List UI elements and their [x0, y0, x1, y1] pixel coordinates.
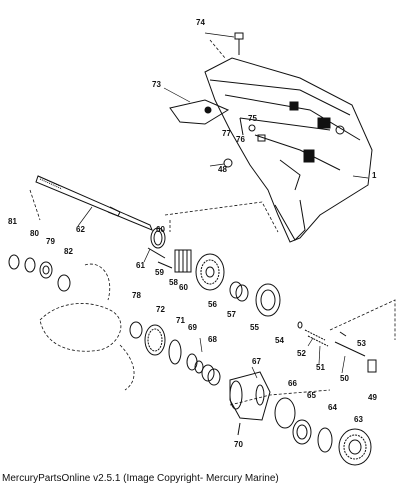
part-50-rod: [334, 341, 366, 357]
callout-70: 70: [234, 440, 243, 449]
part-71-washer: [168, 339, 182, 365]
part-72-reverse-gear: [144, 324, 166, 356]
callout-79: 79: [46, 237, 55, 246]
part-59-pin: [157, 261, 173, 269]
part-49-cam: [367, 359, 377, 373]
callout-55: 55: [250, 323, 259, 332]
callout-78: 78: [132, 291, 141, 300]
callout-76: 76: [236, 135, 245, 144]
callout-57: 57: [227, 310, 236, 319]
callout-72: 72: [156, 305, 165, 314]
callout-56: 56: [208, 300, 217, 309]
part-61-pin: [147, 247, 166, 259]
callout-60-upper: 60: [156, 225, 165, 234]
part-65-bearing: [292, 419, 312, 445]
part-62-propeller-shaft: [35, 175, 153, 231]
callout-53: 53: [357, 339, 366, 348]
part-58-clutch: [174, 249, 192, 273]
part-73-trim-tab: [169, 99, 230, 125]
part-56-forward-gear: [195, 253, 225, 291]
callout-51: 51: [316, 363, 325, 372]
callout-81: 81: [8, 217, 17, 226]
leader-lines: [77, 32, 369, 379]
callout-61: 61: [136, 261, 145, 270]
callout-71: 71: [176, 316, 185, 325]
callout-82: 82: [64, 247, 73, 256]
part-64-ring: [317, 427, 333, 453]
callout-66: 66: [288, 379, 297, 388]
propeller-outline: [39, 263, 135, 391]
callout-80: 80: [30, 229, 39, 238]
part-67-bearing-carrier: [229, 371, 271, 421]
callout-77: 77: [222, 129, 231, 138]
part-66-o-ring: [274, 397, 296, 429]
part-63-cover-nut: [338, 428, 372, 466]
callout-69: 69: [188, 323, 197, 332]
callout-labels: 1 48 49 50 51 52 53 54 55 56 57 58 59 60…: [8, 18, 377, 449]
callout-65: 65: [307, 391, 316, 400]
part-60-bearing: [150, 227, 166, 249]
callout-73: 73: [152, 80, 161, 89]
exploded-parts-diagram: 1 48 49 50 51 52 53 54 55 56 57 58 59 60…: [8, 18, 396, 466]
callout-74: 74: [196, 18, 205, 27]
image-copyright-caption: MercuryPartsOnline v2.5.1 (Image Copyrig…: [2, 473, 279, 484]
part-57-bearing: [229, 281, 249, 302]
callout-75: 75: [248, 114, 257, 123]
callout-49: 49: [368, 393, 377, 402]
callout-54: 54: [275, 336, 284, 345]
parts-51-52-springs: [304, 329, 329, 347]
callout-63: 63: [354, 415, 363, 424]
parts-75-76-77-hardware: [223, 117, 266, 168]
gear-housing: [204, 57, 373, 243]
parts-78-81-hardware: [8, 254, 143, 339]
part-70-screw: [237, 422, 241, 436]
part-68-bearing: [201, 364, 221, 386]
callout-64: 64: [328, 403, 337, 412]
callout-59: 59: [155, 268, 164, 277]
part-54-ring: [297, 321, 303, 329]
callout-1: 1: [372, 171, 377, 180]
part-53-pin: [339, 331, 347, 337]
callout-52: 52: [297, 349, 306, 358]
part-74-bolt: [234, 32, 244, 55]
part-69-bearing: [186, 353, 204, 374]
callout-62: 62: [76, 225, 85, 234]
callout-48: 48: [218, 165, 227, 174]
assembly-lines: [29, 39, 396, 406]
part-55-bearing-race: [255, 283, 281, 317]
callout-68: 68: [208, 335, 217, 344]
callout-60-lower: 60: [179, 283, 188, 292]
callout-50: 50: [340, 374, 349, 383]
callout-67: 67: [252, 357, 261, 366]
callout-58: 58: [169, 278, 178, 287]
